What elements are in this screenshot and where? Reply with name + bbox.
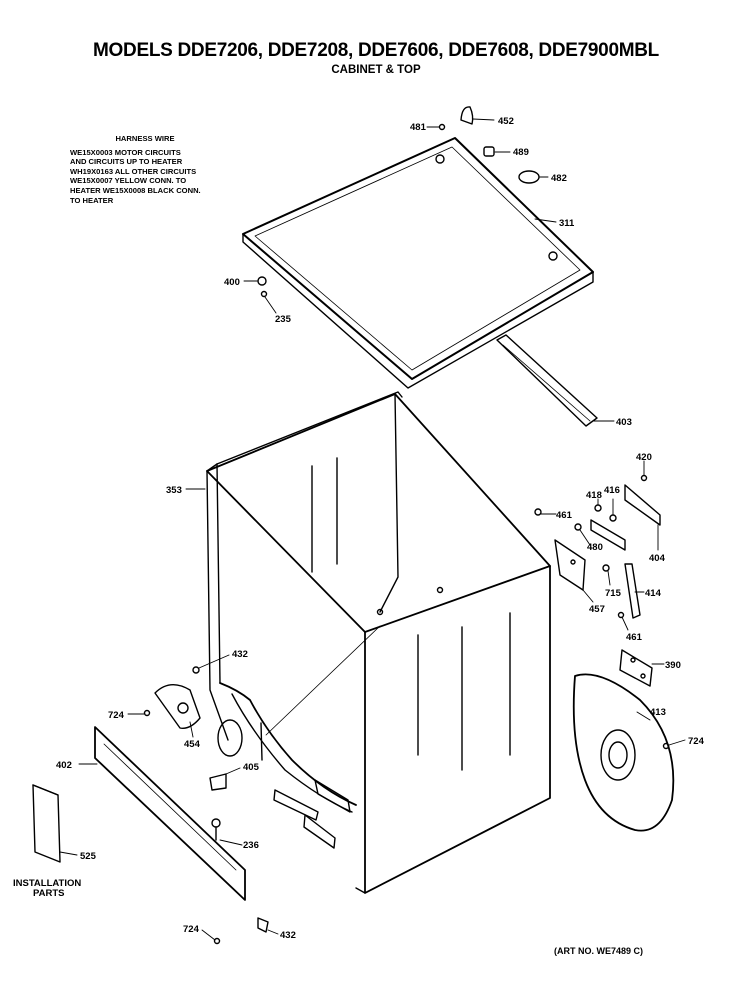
toe-panel-402 xyxy=(94,726,246,901)
plate-390 xyxy=(619,649,653,687)
small-parts-bottom xyxy=(209,773,269,945)
part-label: 416 xyxy=(604,485,620,496)
part-label: 461 xyxy=(556,510,573,521)
part-label: 414 xyxy=(645,588,662,599)
part-label: 480 xyxy=(587,542,603,553)
part-label: 482 xyxy=(551,173,567,184)
bracket-414 xyxy=(602,563,641,619)
part-label: 724 xyxy=(183,924,200,935)
harness-note-line: WE15X0007 YELLOW CONN. TO xyxy=(70,176,187,186)
part-label: 402 xyxy=(56,760,72,771)
part-label: 420 xyxy=(636,452,652,463)
part-label: 461 xyxy=(626,632,643,643)
part-label: 452 xyxy=(498,116,514,127)
part-label: 525 xyxy=(80,851,97,862)
part-label: 236 xyxy=(243,840,259,851)
part-label: 454 xyxy=(184,739,201,750)
top-hinge-strip-403 xyxy=(496,334,598,427)
harness-wire-note: HARNESS WIRE WE15X0003 MOTOR CIRCUITS AN… xyxy=(70,134,260,205)
page-subtitle: CABINET & TOP xyxy=(331,64,421,76)
part-label: 715 xyxy=(605,588,622,599)
harness-note-line: AND CIRCUITS UP TO HEATER xyxy=(70,157,183,167)
part-label: 404 xyxy=(649,553,666,564)
part-label: 489 xyxy=(513,147,529,158)
harness-note-line: TO HEATER xyxy=(70,195,114,205)
harness-note-line: WH19X0163 ALL OTHER CIRCUITS xyxy=(70,166,197,176)
part-label: 353 xyxy=(166,485,182,496)
harness-note-line: HEATER WE15X0008 BLACK CONN. xyxy=(70,185,201,195)
rear-panel-413 xyxy=(572,673,675,832)
part-label: 432 xyxy=(280,930,296,941)
control-bracket-457 xyxy=(554,539,586,591)
installation-parts-bag-525 xyxy=(32,784,61,863)
installation-parts-label: INSTALLATION xyxy=(13,878,81,889)
part-label: 390 xyxy=(665,660,681,671)
cabinet-body xyxy=(206,391,551,894)
part-label: 481 xyxy=(410,122,427,133)
installation-parts-label: PARTS xyxy=(33,888,65,899)
small-parts-top xyxy=(257,106,540,298)
art-number: (ART NO. WE7489 C) xyxy=(554,946,644,956)
part-label: 413 xyxy=(650,707,666,718)
part-label: 311 xyxy=(559,218,575,229)
page-title: MODELS DDE7206, DDE7208, DDE7606, DDE760… xyxy=(93,40,659,61)
part-label: 724 xyxy=(108,710,125,721)
cabinet-top-panel xyxy=(242,137,594,389)
leader-lines xyxy=(59,118,686,941)
part-label: 457 xyxy=(589,604,605,615)
terminal-block-480 xyxy=(534,504,626,551)
part-label: 405 xyxy=(243,762,260,773)
part-label: 403 xyxy=(616,417,632,428)
part-label: 432 xyxy=(232,649,248,660)
part-label: 418 xyxy=(586,490,602,501)
harness-note-line: WE15X0003 MOTOR CIRCUITS xyxy=(70,147,181,157)
harness-note-title: HARNESS WIRE xyxy=(115,134,175,143)
part-label: 235 xyxy=(275,314,292,325)
part-label: 724 xyxy=(688,736,705,747)
cover-plate-404 xyxy=(624,474,661,526)
part-label: 400 xyxy=(224,277,240,288)
part-labels: 481 452 489 482 311 400 235 403 353 420 … xyxy=(13,116,705,941)
door-switch-454 xyxy=(143,666,201,729)
